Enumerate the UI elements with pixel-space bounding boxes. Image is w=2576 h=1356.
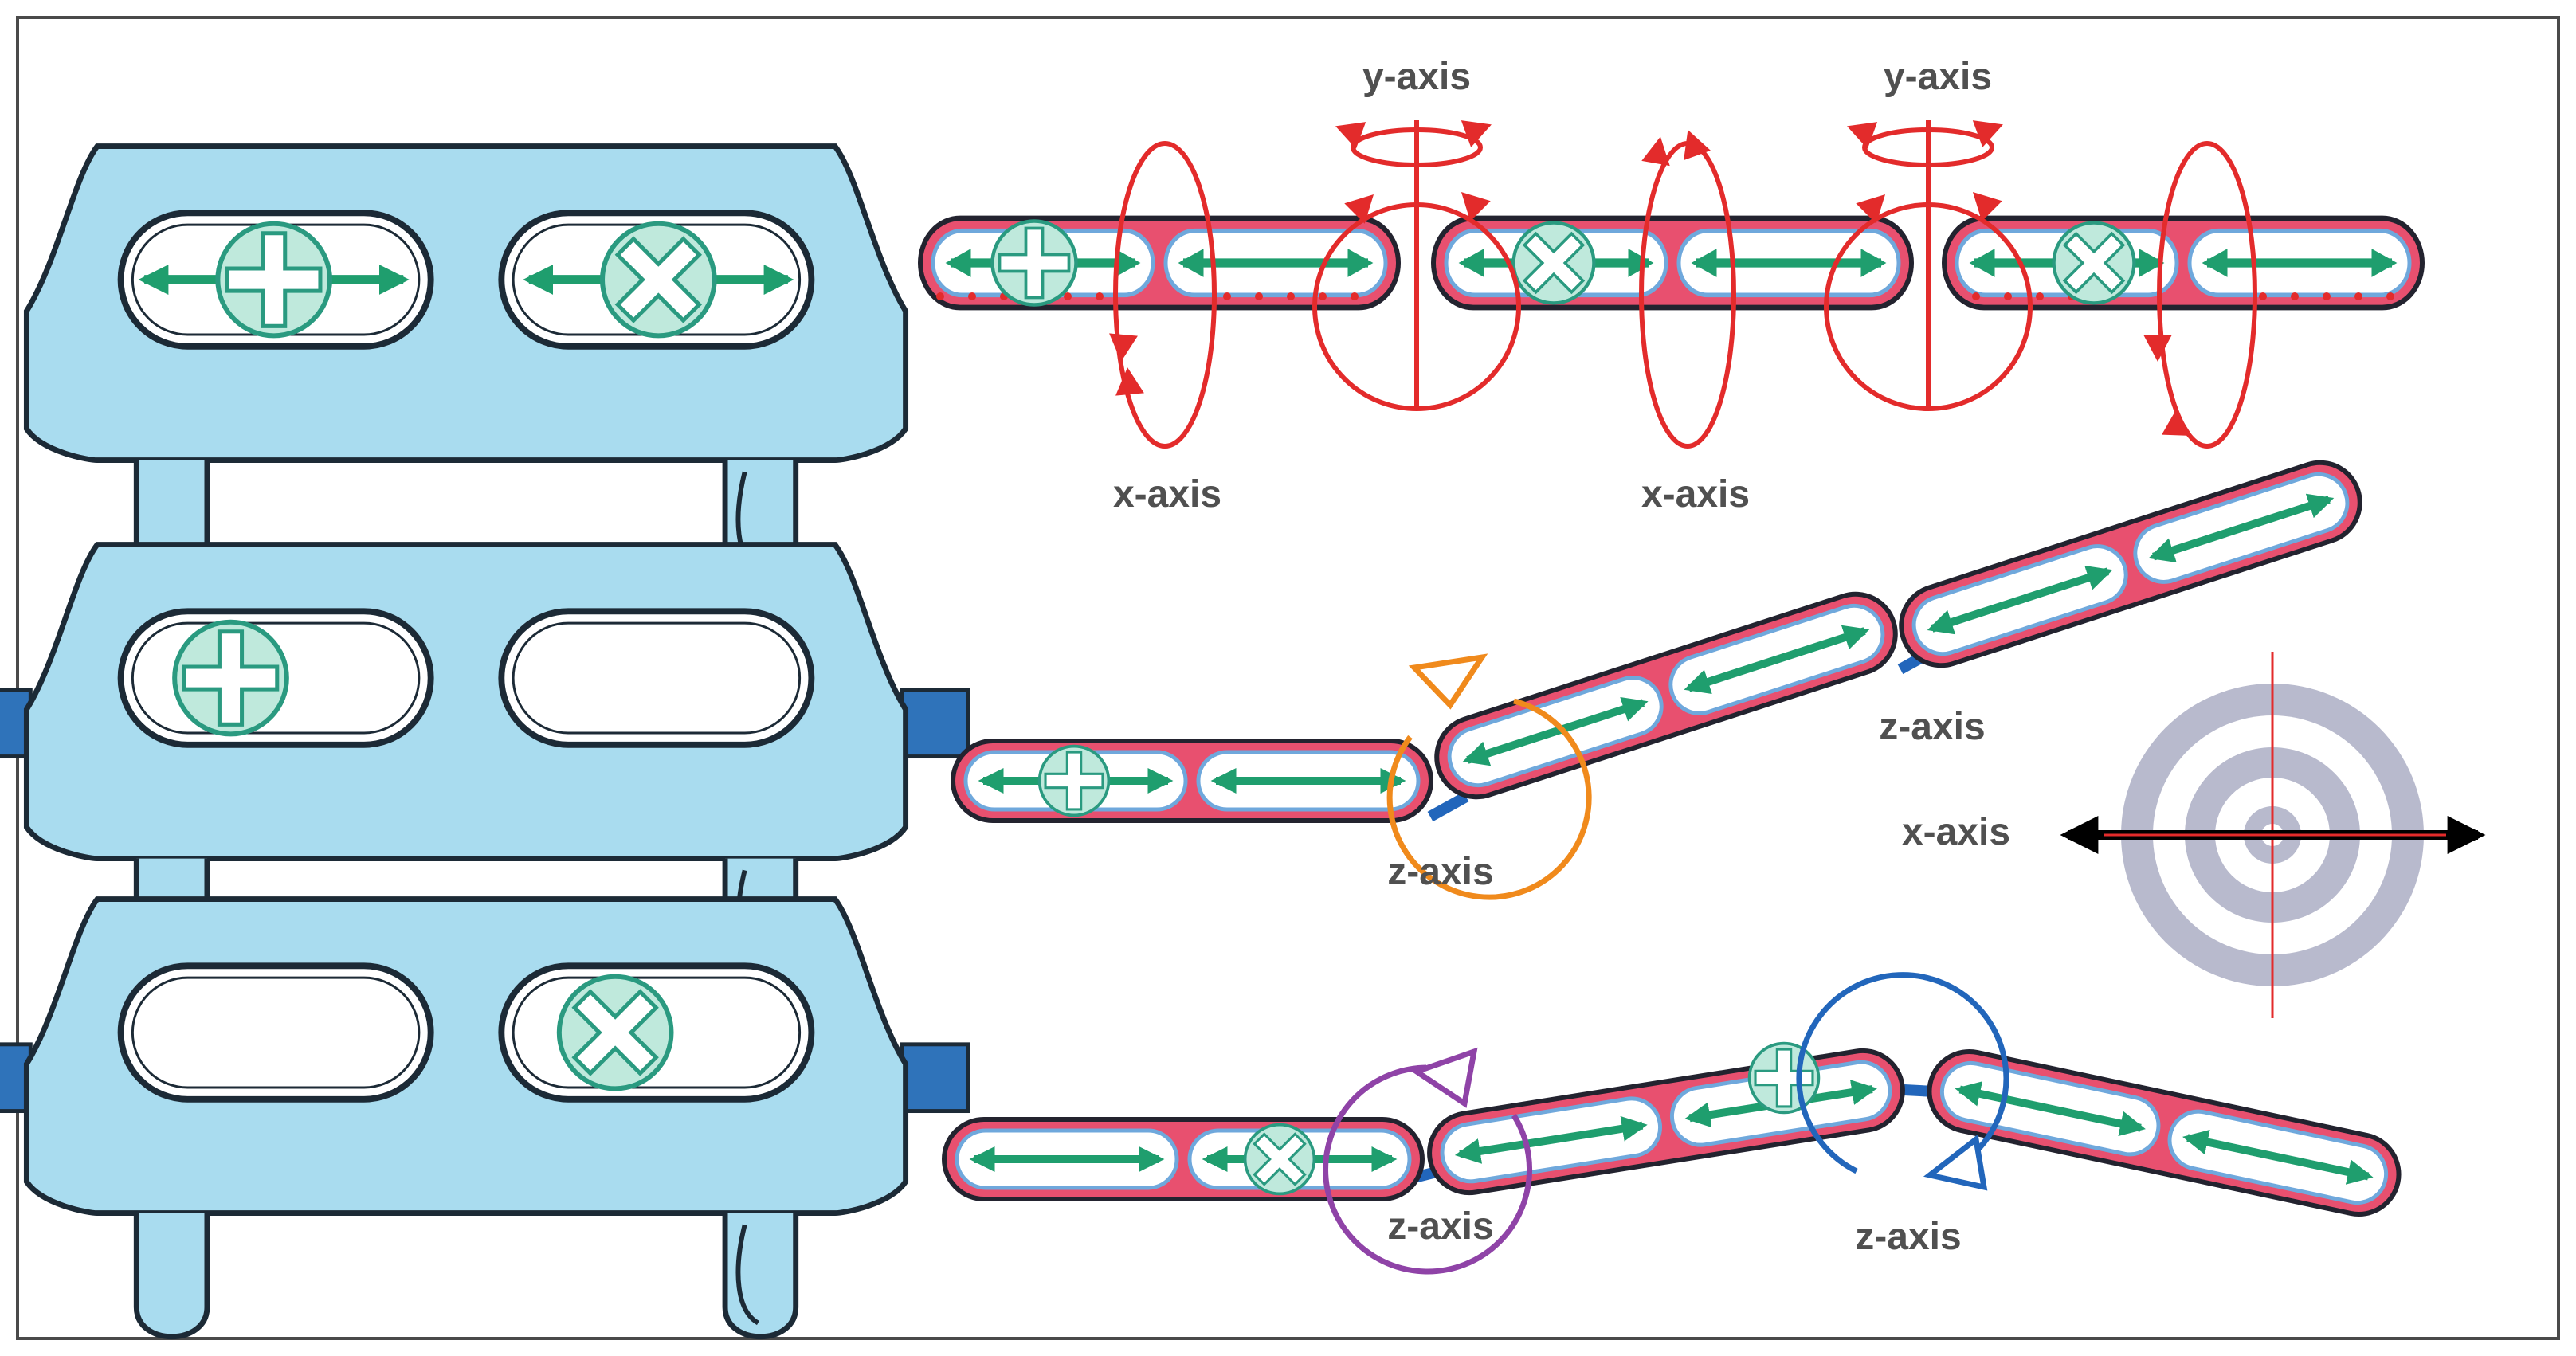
x-rotation-far-right [2157,141,2257,449]
label-z-axis-purple: z-axis [1387,1205,1493,1248]
label-x-axis-target: x-axis [1902,811,2010,853]
x-rotation-left [1113,141,1217,449]
z-rotation-purple [1323,1064,1533,1275]
plate-tab-right [900,688,970,759]
z-rotation-orange [1386,698,1592,900]
label-x-axis-right: x-axis [1641,473,1750,515]
label-z-axis-blue: z-axis [1855,1216,1961,1258]
label-y-axis-right: y-axis [1884,56,1992,98]
purple-arrow-head [1410,1047,1478,1108]
chain-middle [953,453,2370,821]
plate-tab-right [900,1042,970,1114]
blue-arrow-head [1923,1134,1988,1191]
plate-top [26,147,905,584]
chain-bottom [944,1044,2406,1222]
plate-bottom [0,899,970,1337]
label-x-axis-left: x-axis [1113,473,1221,515]
label-z-axis-right: z-axis [1879,706,1985,748]
z-rotation-blue [1796,972,2009,1174]
y-rotation-right [1824,120,2033,411]
plate-middle [0,545,970,982]
label-y-axis-left: y-axis [1362,56,1471,98]
chain-top [920,216,2422,310]
figure-frame [16,16,2560,1340]
label-z-axis-orange: z-axis [1387,851,1493,893]
x-axis-target [2060,652,2486,1018]
orange-arrow-head [1408,653,1488,710]
y-rotation-left [1312,120,1521,411]
